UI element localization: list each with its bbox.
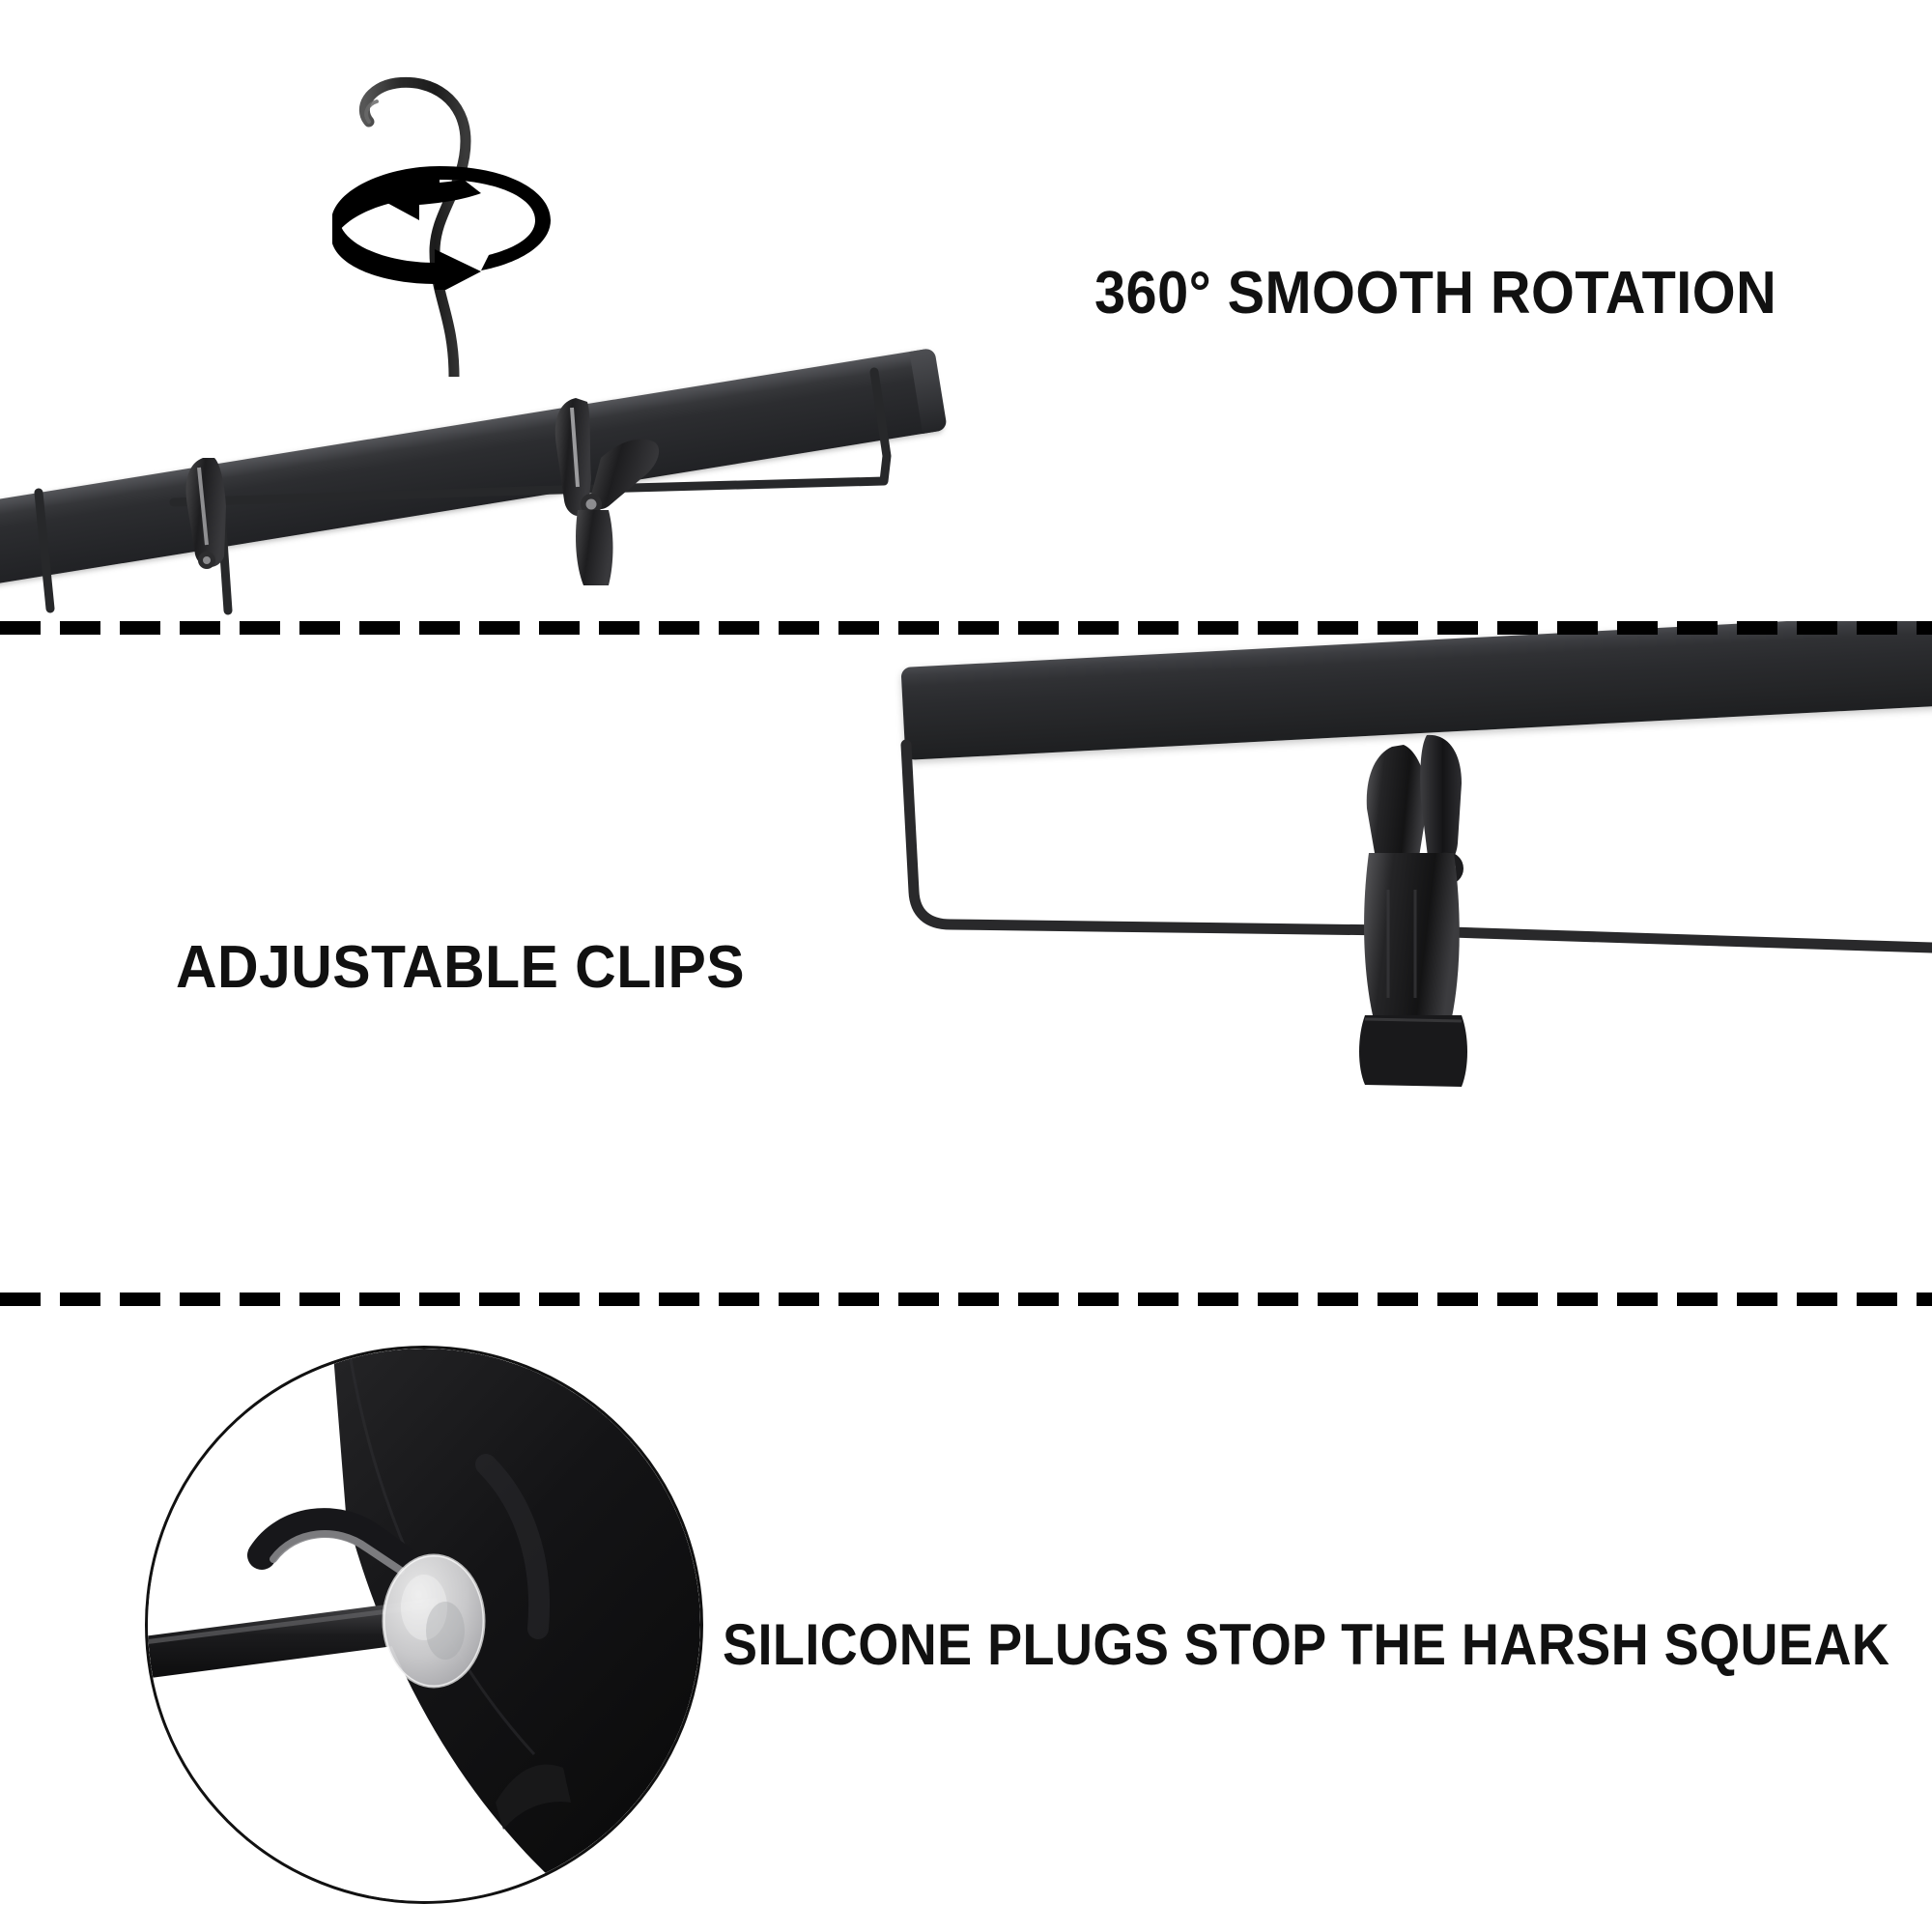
wire-frame-top xyxy=(34,367,892,615)
divider-bottom xyxy=(0,1293,1932,1306)
clip-top-secondary xyxy=(185,458,226,569)
panel-silicone-plugs xyxy=(0,1293,1932,1932)
panel-adjustable-clips xyxy=(0,621,1932,1293)
wire-rod-middle xyxy=(900,739,1932,953)
clip-top xyxy=(554,398,660,585)
rotation-arrow-icon xyxy=(332,166,551,290)
divider-top xyxy=(0,621,1932,635)
headline-silicone-plugs: SILICONE PLUGS STOP THE HARSH SQUEAK xyxy=(723,1612,1890,1677)
headline-rotation: 360° SMOOTH ROTATION xyxy=(1094,260,1777,327)
silicone-plug-closeup xyxy=(148,1349,700,1901)
sliding-clip[interactable] xyxy=(1348,708,1560,1114)
headline-adjustable-clips: ADJUSTABLE CLIPS xyxy=(176,934,746,1001)
panel-rotation xyxy=(0,0,1932,621)
silicone-plug-inset xyxy=(145,1346,703,1904)
swivel-hook-icon xyxy=(358,76,471,377)
